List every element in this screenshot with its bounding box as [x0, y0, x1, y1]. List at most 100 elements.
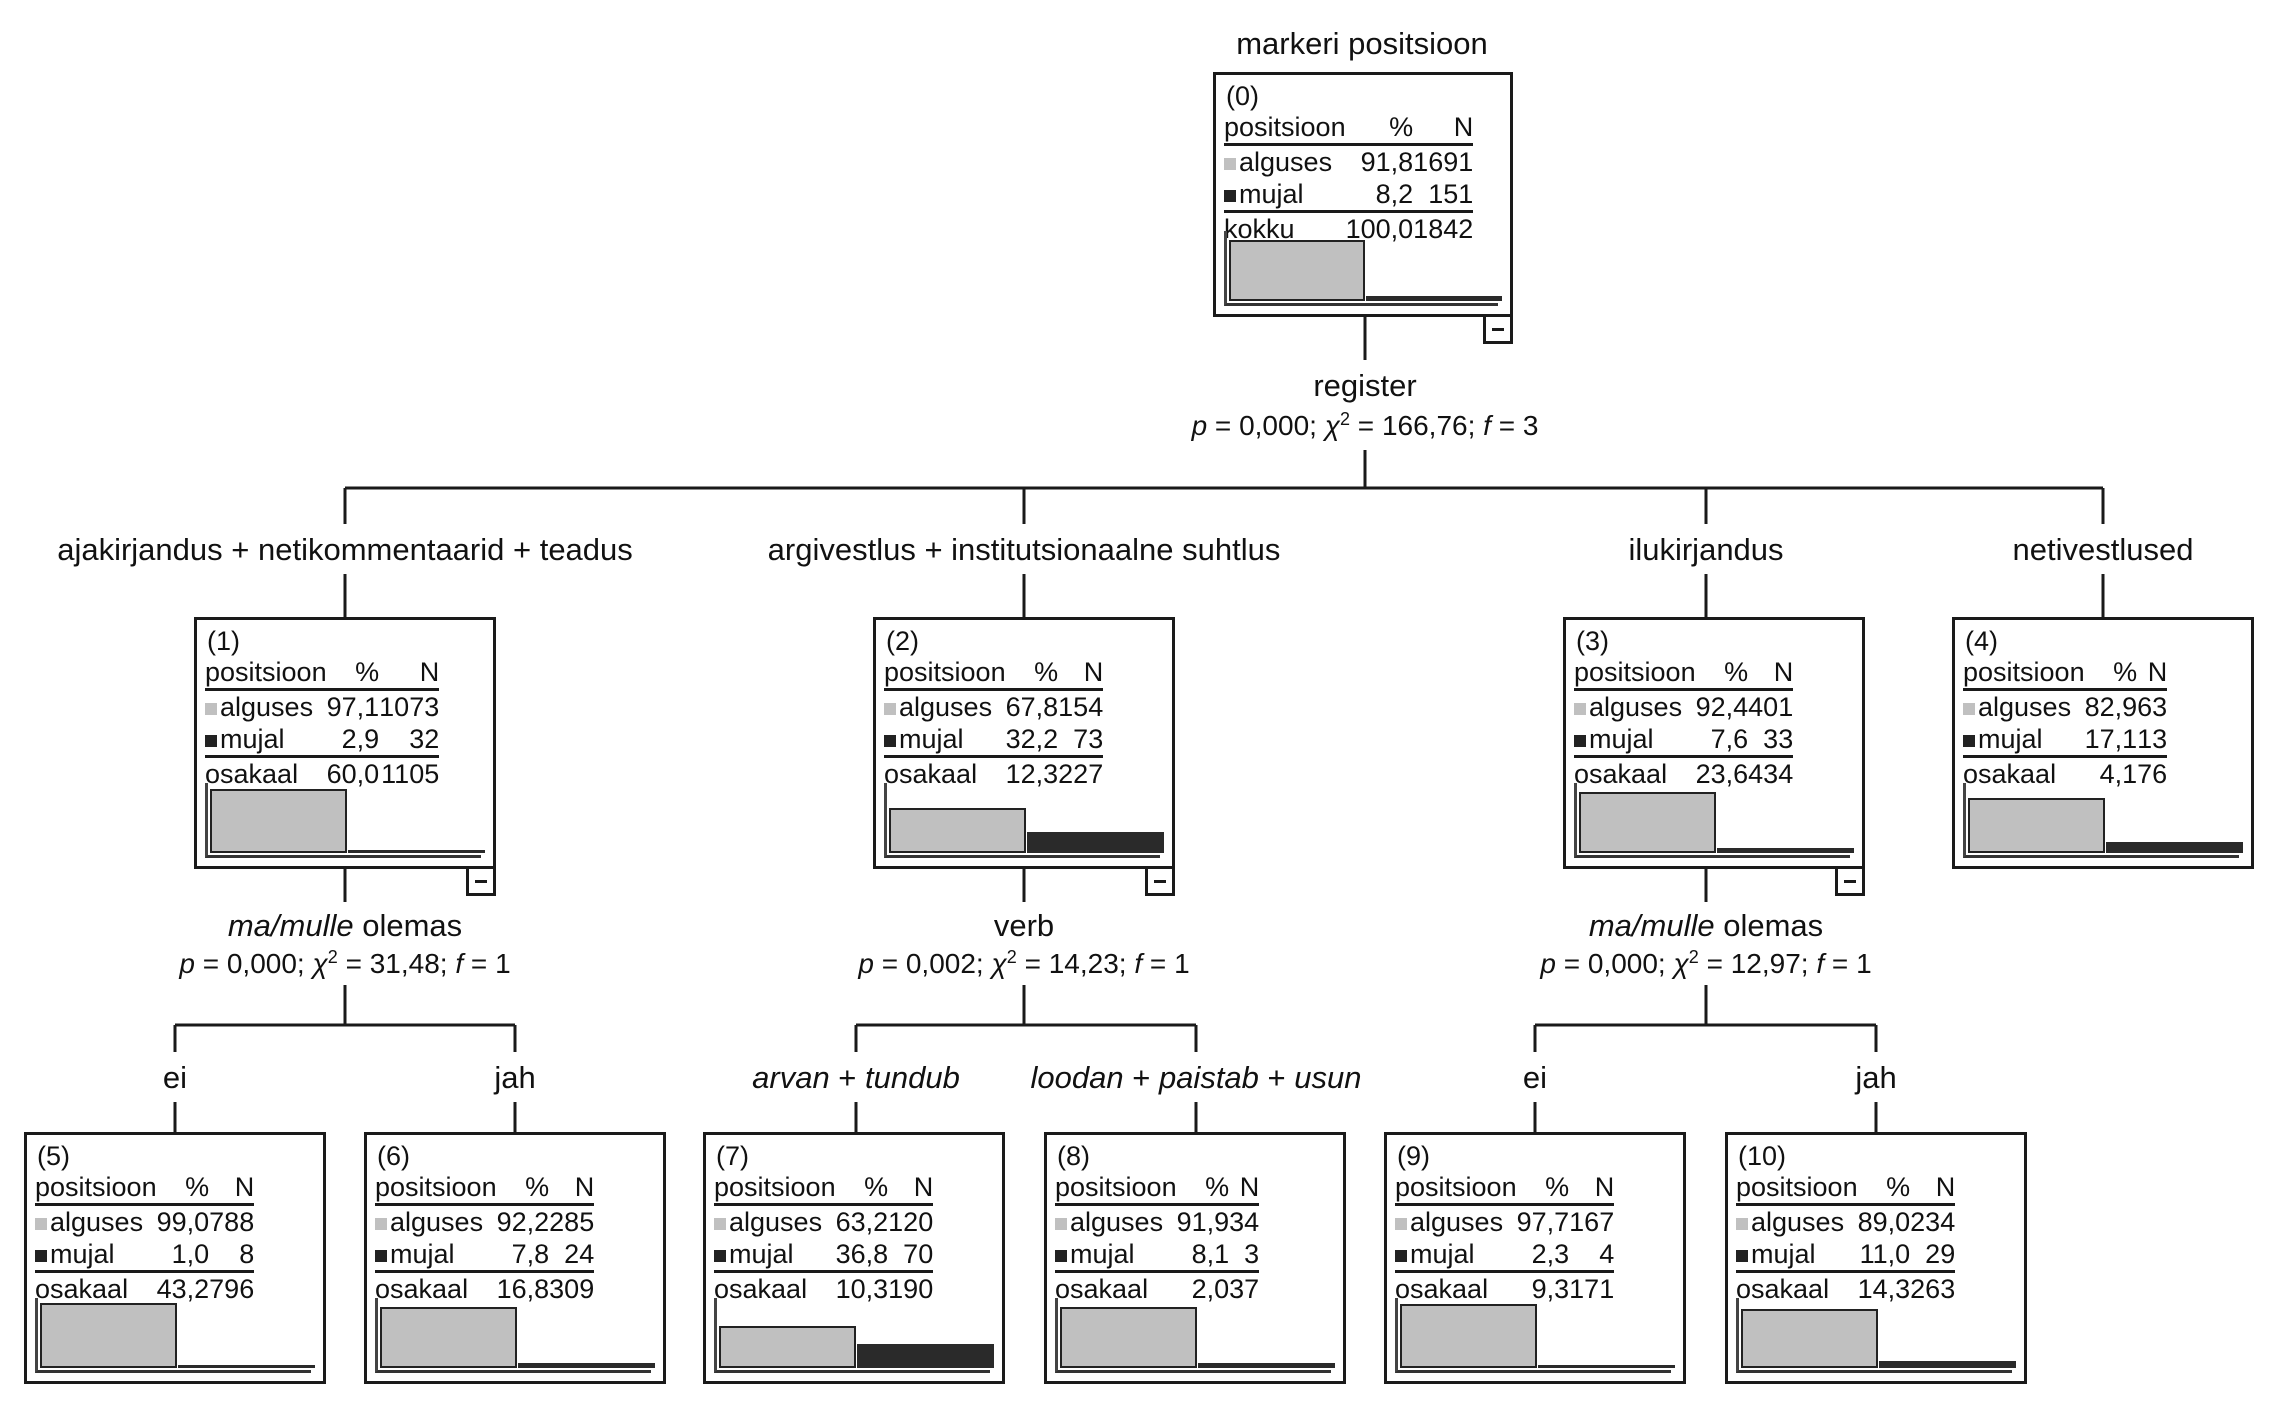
label-part: jah — [494, 1060, 536, 1095]
label-part: tundub — [865, 1060, 960, 1095]
collapse-node-button[interactable] — [466, 866, 496, 896]
cell-percent: 12,3 — [1005, 759, 1059, 789]
branch-label-n10: jah — [1851, 1062, 1901, 1093]
stat-part: 1 — [1856, 948, 1872, 979]
cell-category: osakaal — [1574, 759, 1668, 789]
stat-part: χ — [991, 948, 1007, 979]
cell-n: 796 — [209, 1274, 255, 1304]
table-header-row: positsioon%N — [35, 1171, 255, 1206]
stat-part: 12,97 — [1730, 948, 1801, 979]
cell-percent: 11,0 — [1857, 1238, 1911, 1273]
cell-n: 8 — [209, 1238, 255, 1273]
cell-category: positsioon — [35, 1171, 157, 1206]
category-name: mujal — [1410, 1239, 1475, 1269]
cell-percent: 91,8 — [1360, 147, 1414, 177]
table-header-row: positsioon%N — [1055, 1171, 1260, 1206]
cell-category: osakaal — [205, 759, 299, 789]
cell-n: 76 — [2137, 759, 2168, 789]
cell-n: 63 — [2137, 692, 2168, 722]
cell-category: positsioon — [1224, 111, 1346, 146]
cell-n: N — [209, 1171, 255, 1206]
stat-part: f — [455, 948, 464, 979]
branch-label-n8: loodan + paistab + usun — [1026, 1062, 1366, 1093]
cell-n: 4 — [1569, 1238, 1615, 1273]
cell-percent: % — [835, 1171, 889, 1206]
cell-percent: 91,9 — [1176, 1207, 1230, 1237]
branch-label-n6: jah — [490, 1060, 540, 1095]
cell-category: osakaal — [1963, 759, 2057, 789]
cell-category: alguses — [1224, 145, 1346, 179]
label-part: olemas — [1714, 908, 1824, 943]
stat-part: 31,48 — [369, 948, 440, 979]
label-part: / — [270, 908, 280, 943]
stat-part: 0,002 — [905, 948, 976, 979]
bar-mujal — [1879, 1361, 2016, 1368]
category-name: mujal — [220, 724, 285, 754]
split-register-variable: register — [1313, 370, 1416, 401]
split-3-statistics: p = 0,000; χ2 = 12,97; f = 1 — [1540, 947, 1872, 979]
collapse-node-button[interactable] — [1483, 314, 1513, 344]
stat-part: 1 — [1174, 948, 1190, 979]
cell-percent: 8,1 — [1176, 1238, 1230, 1273]
cell-percent: 97,1 — [326, 692, 380, 722]
cell-percent: 99,0 — [156, 1207, 210, 1237]
collapse-node-button[interactable] — [1145, 866, 1175, 896]
cell-percent: 16,8 — [496, 1274, 550, 1304]
stat-part: 3 — [1522, 410, 1539, 441]
cell-percent: % — [326, 656, 380, 691]
cell-n: N — [1229, 1171, 1260, 1206]
category-name: alguses — [50, 1207, 144, 1237]
bar-alguses — [1400, 1304, 1537, 1368]
cell-category: mujal — [375, 1238, 497, 1273]
cell-percent: 92,4 — [1695, 692, 1749, 722]
bar-alguses — [1229, 240, 1365, 301]
table-header-row: positsioon%N — [1574, 656, 1794, 691]
cell-n: 190 — [888, 1274, 934, 1304]
node-bar-chart — [1574, 783, 1854, 858]
cell-category: alguses — [1963, 690, 2085, 724]
branch-label-n9: ei — [1518, 1062, 1552, 1093]
category-name: mujal — [1751, 1239, 1816, 1269]
bar-mujal — [518, 1363, 655, 1368]
stat-part: f — [1483, 410, 1491, 441]
cell-category: positsioon — [205, 656, 327, 691]
cell-n: 227 — [1058, 759, 1104, 789]
label-part: register — [1313, 368, 1417, 403]
stat-part: 14,23 — [1048, 948, 1119, 979]
cell-category: mujal — [1224, 178, 1346, 213]
collapse-node-button[interactable] — [1835, 866, 1865, 896]
cell-percent: 8,2 — [1345, 178, 1414, 213]
cell-percent: 17,1 — [2084, 723, 2138, 758]
cell-n: 1105 — [381, 759, 440, 789]
